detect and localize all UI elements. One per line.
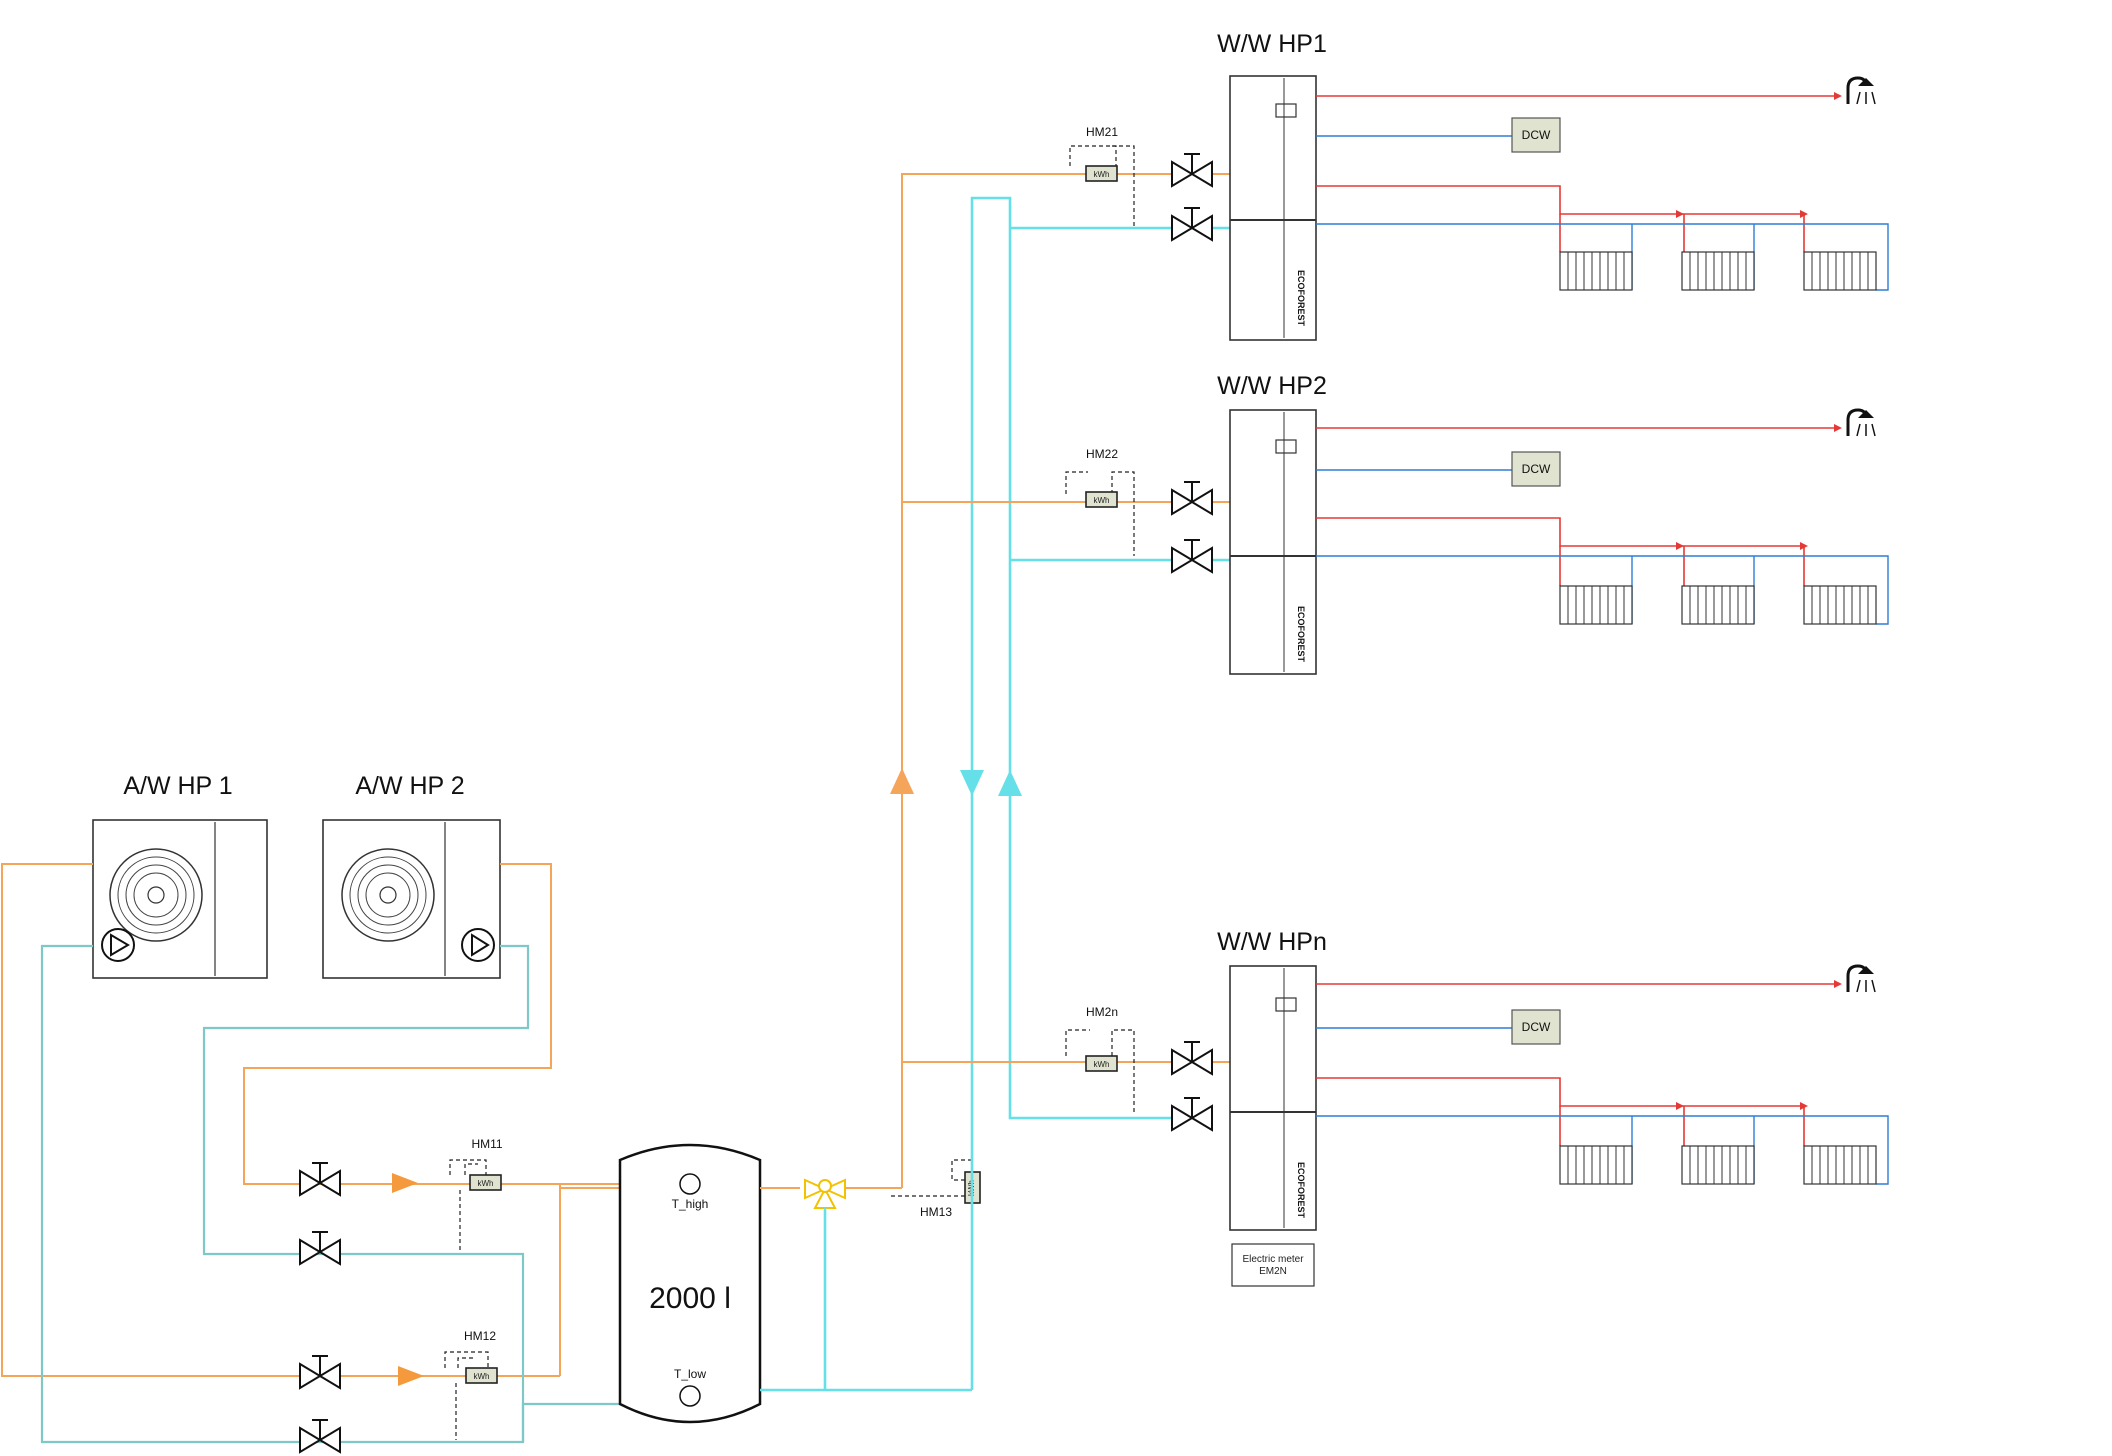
heat-meter-hm11: HM11 kWh bbox=[449, 1137, 503, 1250]
dcw-label: DCW bbox=[1522, 1020, 1551, 1034]
valve-icon[interactable] bbox=[299, 1231, 341, 1265]
valve-icon[interactable] bbox=[1171, 1097, 1213, 1131]
outdoor-unit-2-label: A/W HP 2 bbox=[355, 772, 464, 800]
flow-arrow-icon bbox=[392, 1173, 418, 1193]
shower-icon bbox=[1846, 964, 1877, 994]
electric-meter: Electric meter EM2N bbox=[1231, 1243, 1315, 1287]
radiator-icon bbox=[1681, 251, 1755, 291]
tank-sensor-high-label: T_high bbox=[672, 1197, 709, 1211]
indoor-unit-n-outputs: DCW bbox=[1316, 964, 1889, 1185]
valve-icon[interactable] bbox=[1171, 1041, 1213, 1075]
outdoor-unit-1: A/W HP 1 bbox=[92, 772, 268, 979]
heat-meter-hm21: HM21 kWh bbox=[1069, 125, 1135, 226]
meter-unit: kWh bbox=[1094, 1060, 1110, 1069]
indoor-unit-2-label: W/W HP2 bbox=[1217, 372, 1327, 400]
heat-meter-hm2n: HM2n kWh bbox=[1065, 1005, 1135, 1114]
meter-unit: kWh bbox=[474, 1372, 490, 1381]
outdoor-unit-1-label: A/W HP 1 bbox=[123, 772, 232, 800]
hm22-label: HM22 bbox=[1086, 447, 1118, 461]
dcw-box bbox=[1511, 451, 1561, 487]
hm13-label: HM13 bbox=[920, 1205, 952, 1219]
sensor-icon bbox=[679, 1385, 701, 1407]
hm2n-label: HM2n bbox=[1086, 1005, 1118, 1019]
radiator-icon bbox=[1803, 1145, 1877, 1185]
indoor-unit-n-label: W/W HPn bbox=[1217, 928, 1327, 956]
flow-arrow-icon bbox=[890, 768, 914, 794]
dcw-box bbox=[1511, 1009, 1561, 1045]
tank-sensor-low-label: T_low bbox=[674, 1367, 706, 1381]
valve-icon[interactable] bbox=[299, 1419, 341, 1453]
hm12-label: HM12 bbox=[464, 1329, 496, 1343]
electric-meter-label: Electric meter bbox=[1242, 1254, 1304, 1265]
dcw-box bbox=[1511, 117, 1561, 153]
radiator-icon bbox=[1559, 585, 1633, 625]
shower-icon bbox=[1846, 408, 1877, 438]
heat-meter-hm13: kWh HM13 bbox=[890, 1159, 981, 1219]
electric-meter-id: EM2N bbox=[1259, 1266, 1287, 1277]
meter-unit: kWh bbox=[478, 1179, 494, 1188]
brand-logo: ECOFOREST bbox=[1296, 270, 1306, 327]
pump-icon bbox=[101, 928, 135, 962]
radiator-icon bbox=[1559, 251, 1633, 291]
shower-icon bbox=[1846, 76, 1877, 106]
buffer-tank: T_high 2000 l T_low bbox=[618, 1143, 762, 1424]
primary-hot-pipes bbox=[1, 863, 560, 1377]
sensor-icon bbox=[679, 1173, 701, 1195]
pump-icon bbox=[461, 928, 495, 962]
indoor-unit-1: W/W HP1 ECOFOREST bbox=[1217, 30, 1327, 341]
indoor-unit-n: W/W HPn ECOFOREST bbox=[1217, 928, 1327, 1231]
indoor-unit-2: W/W HP2 ECOFOREST bbox=[1217, 372, 1327, 675]
indoor-unit-2-outputs: DCW bbox=[1316, 408, 1889, 625]
radiator-icon bbox=[1681, 585, 1755, 625]
valve-icon[interactable] bbox=[1171, 539, 1213, 573]
valve-icon[interactable] bbox=[1171, 153, 1213, 187]
tank-volume-label: 2000 l bbox=[649, 1282, 731, 1315]
outdoor-unit-2: A/W HP 2 bbox=[322, 772, 501, 979]
valve-icon[interactable] bbox=[299, 1355, 341, 1389]
valve-icon[interactable] bbox=[1171, 481, 1213, 515]
valve-icon[interactable] bbox=[299, 1162, 341, 1196]
brand-logo: ECOFOREST bbox=[1296, 606, 1306, 663]
mixing-valve-icon[interactable] bbox=[804, 1178, 846, 1209]
meter-unit: kWh bbox=[1094, 170, 1110, 179]
flow-arrow-icon bbox=[398, 1366, 424, 1386]
hm21-label: HM21 bbox=[1086, 125, 1118, 139]
heat-meter-hm22: HM22 kWh bbox=[1065, 447, 1135, 556]
primary-cold-pipes bbox=[40, 944, 620, 1444]
dcw-label: DCW bbox=[1522, 462, 1551, 476]
fan-icon bbox=[109, 848, 203, 942]
fan-icon bbox=[341, 848, 435, 942]
return-riser bbox=[970, 196, 1212, 1390]
valve-icon[interactable] bbox=[1171, 207, 1213, 241]
radiator-icon bbox=[1803, 585, 1877, 625]
brand-logo: ECOFOREST bbox=[1296, 1162, 1306, 1219]
flow-arrow-icon bbox=[960, 770, 984, 796]
hm11-label: HM11 bbox=[471, 1137, 502, 1151]
radiator-icon bbox=[1803, 251, 1877, 291]
radiator-icon bbox=[1681, 1145, 1755, 1185]
heat-meter-hm12: HM12 kWh bbox=[444, 1329, 498, 1440]
indoor-unit-1-outputs: DCW bbox=[1316, 76, 1889, 291]
supply-riser bbox=[901, 173, 1060, 1188]
meter-unit: kWh bbox=[1094, 496, 1110, 505]
indoor-unit-1-label: W/W HP1 bbox=[1217, 30, 1327, 58]
flow-arrow-icon bbox=[998, 770, 1022, 796]
radiator-icon bbox=[1559, 1145, 1633, 1185]
dcw-label: DCW bbox=[1522, 128, 1551, 142]
